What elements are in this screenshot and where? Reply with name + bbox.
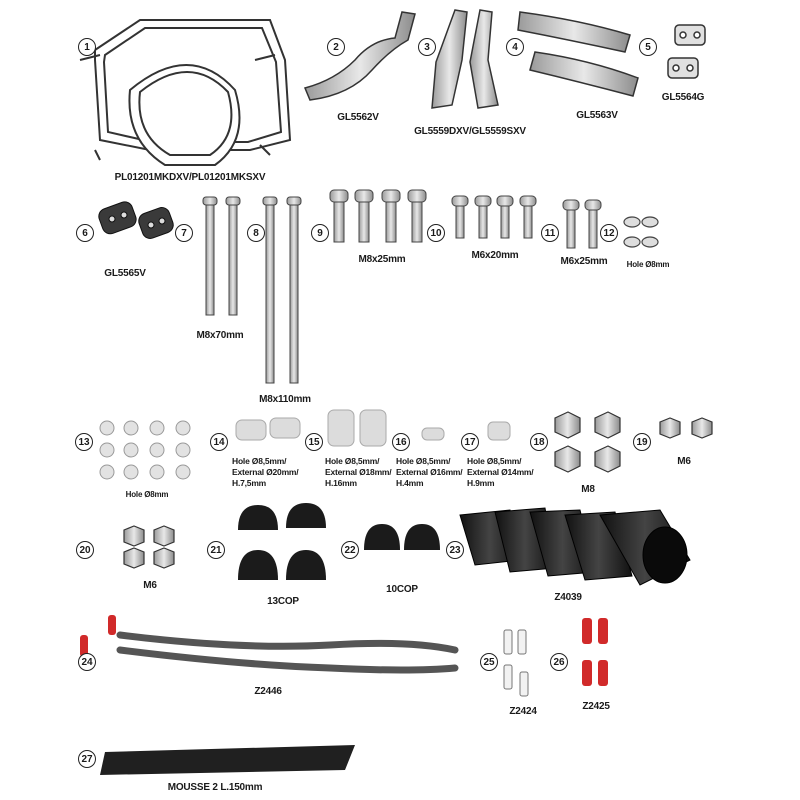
label-p25: Z2424 (509, 706, 537, 717)
bolts-m6x25 (562, 199, 602, 249)
label-p8a: M8x70mm (196, 330, 244, 341)
label-p24: Z2446 (254, 686, 282, 697)
washers-13 (99, 420, 191, 480)
rack-frame-illustration (79, 19, 292, 166)
callout-19: 19 (633, 433, 651, 451)
label-p5: GL5564G (661, 92, 705, 103)
caps (238, 503, 440, 580)
red-connectors (80, 615, 608, 686)
washers-12 (623, 216, 659, 248)
label-p19: M6 (677, 456, 691, 467)
label-p11: M6x25mm (560, 256, 608, 267)
label-p14: Hole Ø8,5mm/ External Ø20mm/ H.7,5mm (232, 456, 299, 488)
callout-5: 5 (639, 38, 657, 56)
bolts-m8x25 (329, 189, 427, 243)
label-p6-7: GL5565V (104, 268, 146, 279)
label-p27: MOUSSE 2 L.150mm (167, 782, 263, 793)
label-p21: 13COP (267, 596, 299, 607)
spacers-14-17 (235, 409, 511, 447)
label-p8b: M8x110mm (259, 394, 311, 405)
callout-14: 14 (210, 433, 228, 451)
label-p2: GL5562V (337, 112, 379, 123)
label-p22: 10COP (386, 584, 418, 595)
callout-15: 15 (305, 433, 323, 451)
label-p1: PL01201MKDXV/PL01201MKSXV (114, 172, 266, 183)
callout-4: 4 (506, 38, 524, 56)
label-p26: Z2425 (582, 701, 610, 712)
nuts (123, 411, 713, 569)
label-p23: Z4039 (554, 592, 582, 603)
label-p13: Hole Ø8mm (125, 490, 169, 499)
label-p9: M8x25mm (358, 254, 406, 265)
callout-25: 25 (480, 653, 498, 671)
callout-1: 1 (78, 38, 96, 56)
callout-22: 22 (341, 541, 359, 559)
callout-11: 11 (541, 224, 559, 242)
label-p4: GL5563V (576, 110, 618, 121)
plates-gl5565v (98, 201, 174, 239)
bolts-m8-long (202, 196, 302, 384)
cable-z2446 (116, 631, 459, 674)
spacers-gl5564g (667, 24, 706, 79)
bolts-m6x20 (451, 195, 537, 239)
callout-13: 13 (75, 433, 93, 451)
bracket-gl5562v (303, 11, 416, 101)
label-p15: Hole Ø8,5mm/ External Ø18mm/ H.16mm (325, 456, 392, 488)
plates-gl5559 (431, 9, 499, 109)
label-p20: M6 (143, 580, 157, 591)
foam-strip (100, 745, 355, 775)
callout-16: 16 (392, 433, 410, 451)
sleeves-z4039 (459, 507, 691, 586)
callout-8: 8 (247, 224, 265, 242)
callout-10: 10 (427, 224, 445, 242)
callout-26: 26 (550, 653, 568, 671)
callout-17: 17 (461, 433, 479, 451)
callout-3: 3 (418, 38, 436, 56)
callout-23: 23 (446, 541, 464, 559)
terminals-z2424 (503, 629, 529, 697)
label-p3: GL5559DXV/GL5559SXV (414, 126, 526, 137)
label-p16: Hole Ø8,5mm/ External Ø16mm/ H.4mm (396, 456, 463, 488)
label-p10: M6x20mm (471, 250, 519, 261)
callout-2: 2 (327, 38, 345, 56)
plates-gl5563v (517, 11, 639, 97)
callout-7: 7 (175, 224, 193, 242)
callout-6: 6 (76, 224, 94, 242)
callout-24: 24 (78, 653, 96, 671)
label-p17: Hole Ø8,5mm/ External Ø14mm/ H.9mm (467, 456, 534, 488)
label-p18: M8 (581, 484, 595, 495)
callout-20: 20 (76, 541, 94, 559)
callout-18: 18 (530, 433, 548, 451)
callout-21: 21 (207, 541, 225, 559)
callout-12: 12 (600, 224, 618, 242)
label-p12: Hole Ø8mm (626, 260, 670, 269)
callout-9: 9 (311, 224, 329, 242)
callout-27: 27 (78, 750, 96, 768)
